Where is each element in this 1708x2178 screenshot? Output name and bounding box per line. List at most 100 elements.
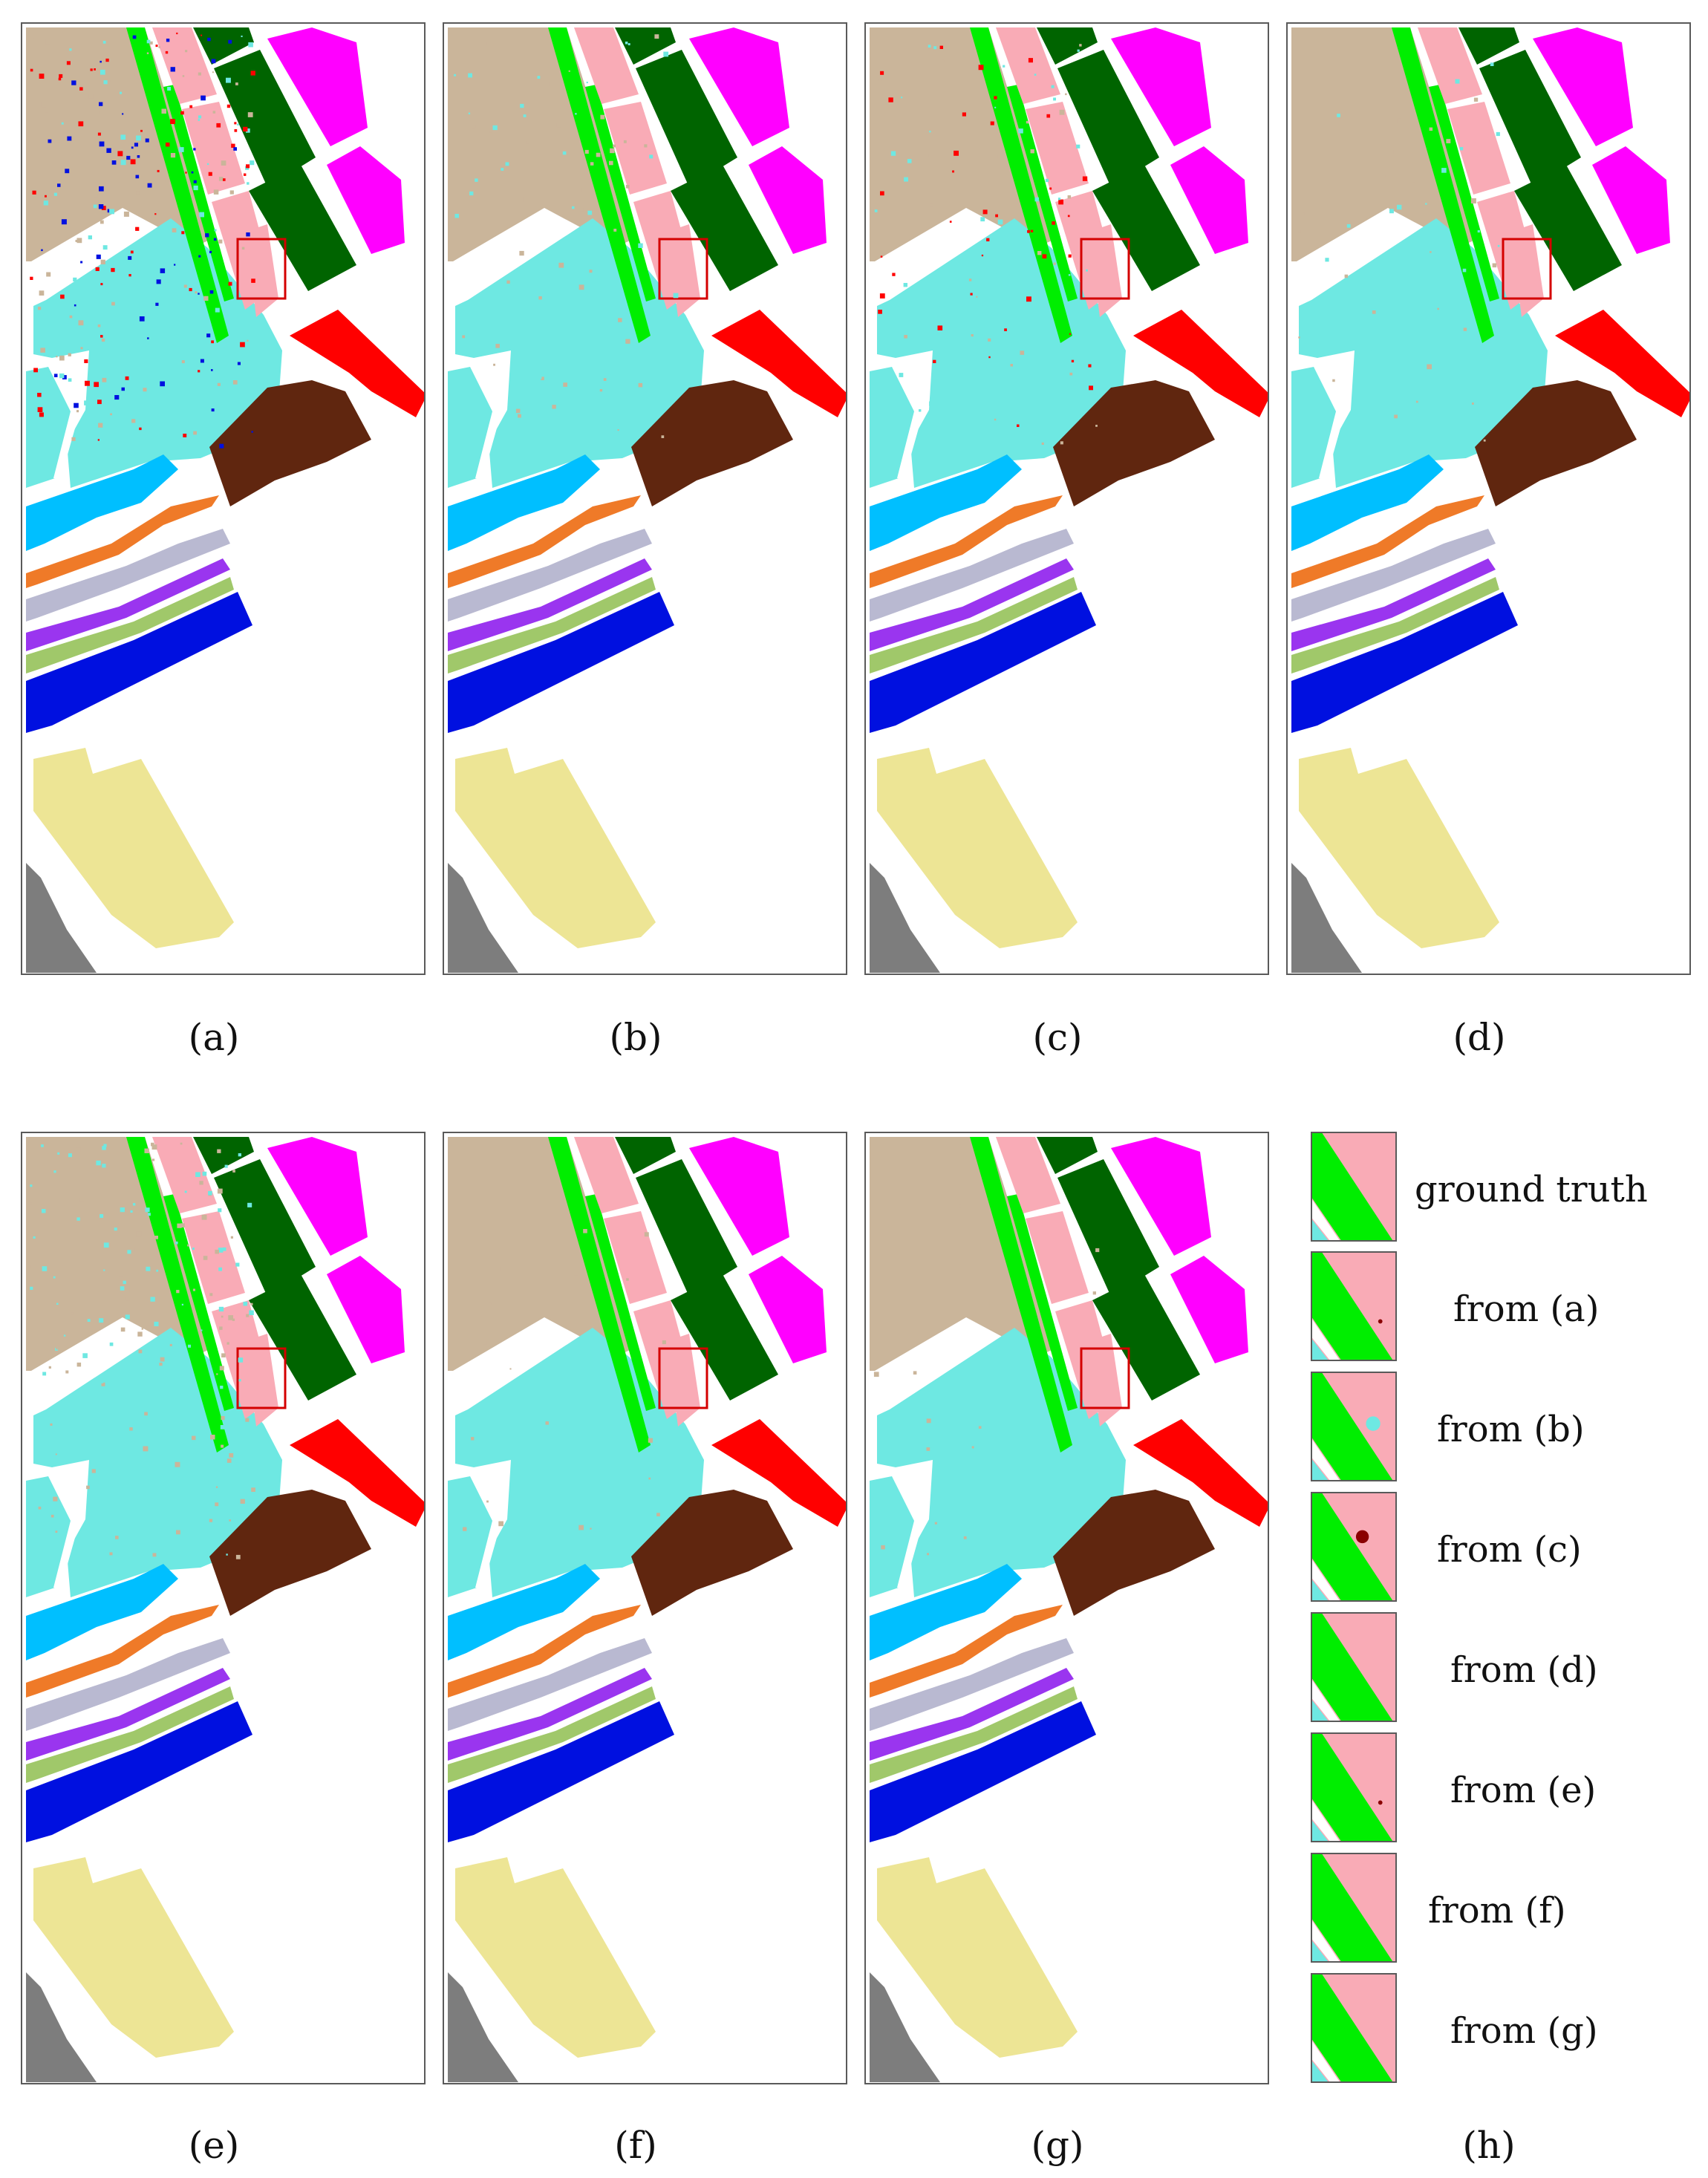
zoom-inset [1311, 1732, 1397, 1842]
misclassified-pixel [53, 374, 58, 377]
misclassified-pixel [176, 1290, 180, 1294]
misclassified-pixel [45, 112, 49, 117]
misclassified-pixel [1447, 275, 1452, 280]
misclassified-pixel [959, 143, 965, 149]
misclassified-pixel [41, 430, 44, 433]
misclassified-pixel [990, 121, 994, 125]
misclassified-pixel [159, 1363, 163, 1366]
misclassified-pixel [462, 335, 466, 339]
misclassified-pixel [576, 326, 578, 328]
misclassified-pixel [39, 74, 45, 79]
misclassified-pixel [146, 52, 149, 54]
misclassified-pixel [193, 180, 197, 183]
misclassified-pixel [93, 204, 97, 209]
misclassified-pixel [84, 400, 89, 405]
classification-map-a [21, 22, 426, 975]
misclassified-pixel [125, 1314, 130, 1320]
misclassified-pixel [1430, 251, 1432, 253]
misclassified-pixel [1497, 244, 1500, 247]
misclassified-pixel [33, 1458, 37, 1461]
misclassified-pixel [33, 1444, 36, 1447]
misclassified-pixel [558, 262, 564, 268]
misclassified-pixel [138, 1349, 143, 1354]
misclassified-pixel [1030, 229, 1034, 232]
misclassified-pixel [222, 1247, 226, 1251]
misclassified-pixel [211, 340, 214, 344]
misclassified-pixel [80, 261, 83, 264]
misclassified-pixel [968, 278, 972, 281]
misclassified-pixel [185, 172, 187, 174]
misclassified-pixel [74, 304, 76, 307]
misclassified-pixel [120, 1286, 125, 1291]
misclassified-pixel [135, 175, 140, 179]
misclassified-pixel [137, 309, 141, 313]
misclassified-pixel [147, 183, 152, 188]
misclassified-pixel [221, 1444, 224, 1448]
misclassified-pixel [140, 129, 143, 132]
misclassified-pixel [99, 1318, 104, 1323]
misclassified-pixel [1034, 197, 1039, 202]
misclassified-pixel [202, 1171, 207, 1176]
misclassified-pixel [154, 1321, 159, 1326]
misclassified-pixel [221, 1315, 224, 1318]
misclassified-pixel [103, 1144, 107, 1147]
misclassified-pixel [1463, 307, 1468, 313]
misclassified-pixel [206, 333, 211, 338]
misclassified-pixel [1078, 322, 1082, 325]
misclassified-pixel [183, 434, 187, 437]
misclassified-pixel [175, 1241, 178, 1245]
misclassified-pixel [556, 123, 561, 128]
misclassified-pixel [1041, 442, 1044, 445]
misclassified-pixel [149, 41, 153, 45]
misclassified-pixel [251, 1487, 255, 1492]
misclassified-pixel [33, 38, 35, 40]
misclassified-pixel [134, 1534, 138, 1539]
misclassified-pixel [105, 58, 109, 62]
misclassified-pixel [1363, 332, 1368, 336]
misclassified-pixel [120, 160, 126, 166]
misclassified-pixel [198, 370, 201, 373]
misclassified-pixel [110, 413, 112, 416]
misclassified-pixel [1030, 149, 1034, 154]
misclassified-pixel [250, 71, 255, 76]
misclassified-pixel [228, 1315, 233, 1320]
misclassified-pixel [662, 1340, 666, 1345]
misclassified-pixel [648, 1477, 651, 1480]
misclassified-pixel [79, 1395, 82, 1398]
misclassified-pixel [215, 1486, 218, 1488]
misclassified-pixel [100, 335, 103, 338]
misclassified-pixel [563, 382, 567, 387]
misclassified-pixel [130, 1210, 133, 1213]
misclassified-pixel [214, 229, 217, 232]
misclassified-pixel [117, 151, 123, 157]
misclassified-pixel [238, 1153, 241, 1157]
misclassified-pixel [926, 1447, 930, 1451]
misclassified-pixel [128, 274, 131, 277]
misclassified-pixel [977, 256, 980, 259]
misclassified-pixel [48, 1366, 51, 1369]
misclassified-pixel [211, 59, 216, 64]
misclassified-pixel [578, 284, 584, 290]
misclassified-pixel [134, 73, 139, 76]
misclassified-pixel [552, 405, 556, 409]
misclassified-pixel [185, 50, 188, 53]
misclassified-pixel [30, 68, 33, 72]
misclassified-pixel [246, 232, 250, 237]
misclassified-pixel [65, 1370, 69, 1374]
misclassified-pixel [147, 337, 149, 339]
misclassified-pixel [100, 283, 103, 286]
misclassified-pixel [247, 339, 249, 342]
misclassified-pixel [232, 380, 238, 385]
misclassified-pixel [71, 1314, 74, 1317]
misclassified-pixel [39, 412, 44, 417]
misclassified-pixel [515, 408, 521, 414]
misclassified-pixel [1027, 229, 1030, 233]
cyan-class-area [1312, 1339, 1329, 1360]
misclassified-pixel [1053, 97, 1056, 101]
misclassified-pixel [927, 1553, 929, 1556]
misclassified-pixel [1490, 62, 1494, 66]
misclassified-pixel [626, 1278, 629, 1281]
misclassified-pixel [880, 255, 883, 258]
misclassified-pixel [130, 159, 136, 165]
misclassified-pixel [520, 103, 524, 108]
